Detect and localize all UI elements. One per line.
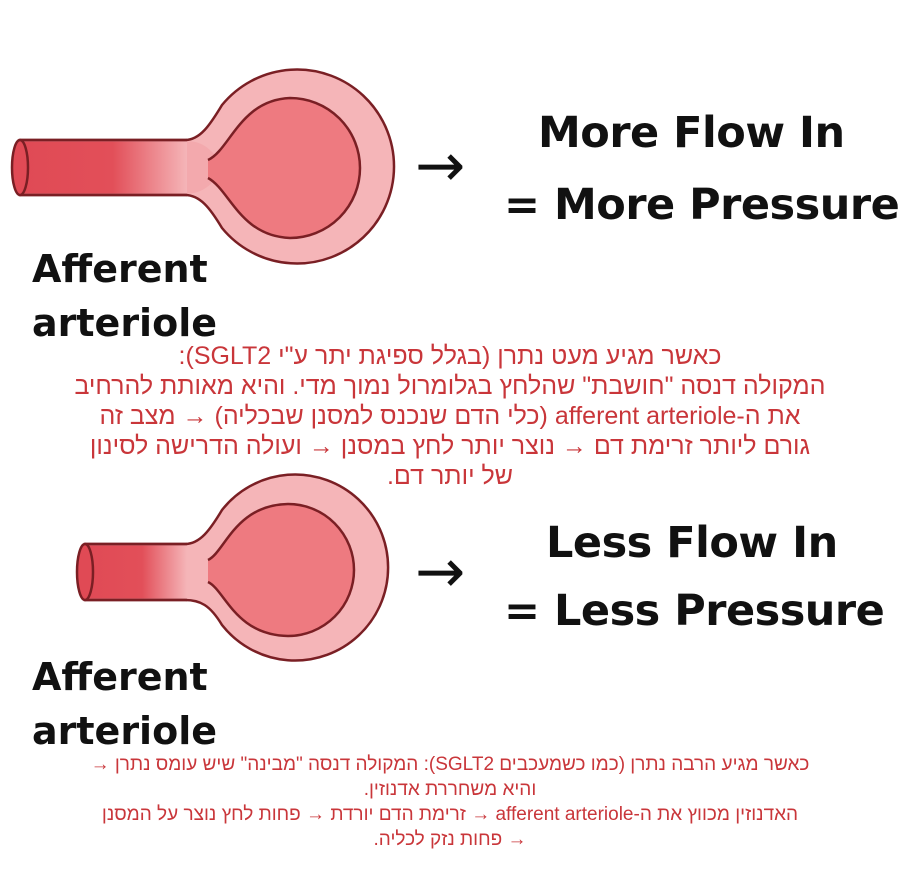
afferent-arteriole-glomerulus-diagram-top: [10, 68, 396, 265]
text-line: של יותר דם.: [386, 462, 513, 490]
arrow-icon: →: [415, 131, 466, 201]
text-line: → פחות נזק לכליה.: [373, 829, 527, 850]
text-line: האדנוזין מכווץ את ה-afferent arteriole →…: [101, 804, 799, 825]
text-line: גורם ליותר זרימת דם → נוצר יותר לחץ במסנ…: [89, 432, 811, 460]
heading-more-pressure: = More Pressure: [504, 180, 900, 230]
label-arteriole: arteriole: [32, 709, 217, 753]
label-arteriole: arteriole: [32, 301, 217, 345]
text-line: כאשר מגיע מעט נתרן (בגלל ספיגת יתר ע"י S…: [178, 342, 722, 370]
text-line: והיא משחררת אדנוזין.: [363, 779, 537, 800]
text-line: כאשר מגיע הרבה נתרן (כמו כשמעכבים SGLT2)…: [90, 754, 810, 775]
heading-less-flow-in: Less Flow In: [546, 518, 838, 568]
explanation-high-sodium: כאשר מגיע הרבה נתרן (כמו כשמעכבים SGLT2)…: [0, 752, 900, 852]
label-afferent: Afferent: [32, 655, 208, 699]
heading-less-pressure: = Less Pressure: [504, 586, 885, 636]
arrow-icon: →: [415, 537, 466, 607]
vessel-illustration: [10, 68, 396, 265]
text-line: המקולה דנסה "חושבת" שהלחץ בגלומרול נמוך …: [74, 372, 826, 400]
label-afferent: Afferent: [32, 247, 208, 291]
heading-more-flow-in: More Flow In: [538, 108, 845, 158]
vessel-illustration: [75, 473, 390, 662]
afferent-arteriole-glomerulus-diagram-bottom: [75, 473, 390, 662]
explanation-low-sodium: כאשר מגיע מעט נתרן (בגלל ספיגת יתר ע"י S…: [0, 341, 900, 491]
text-line: את ה-afferent arteriole (כלי הדם שנכנס ל…: [99, 402, 801, 430]
